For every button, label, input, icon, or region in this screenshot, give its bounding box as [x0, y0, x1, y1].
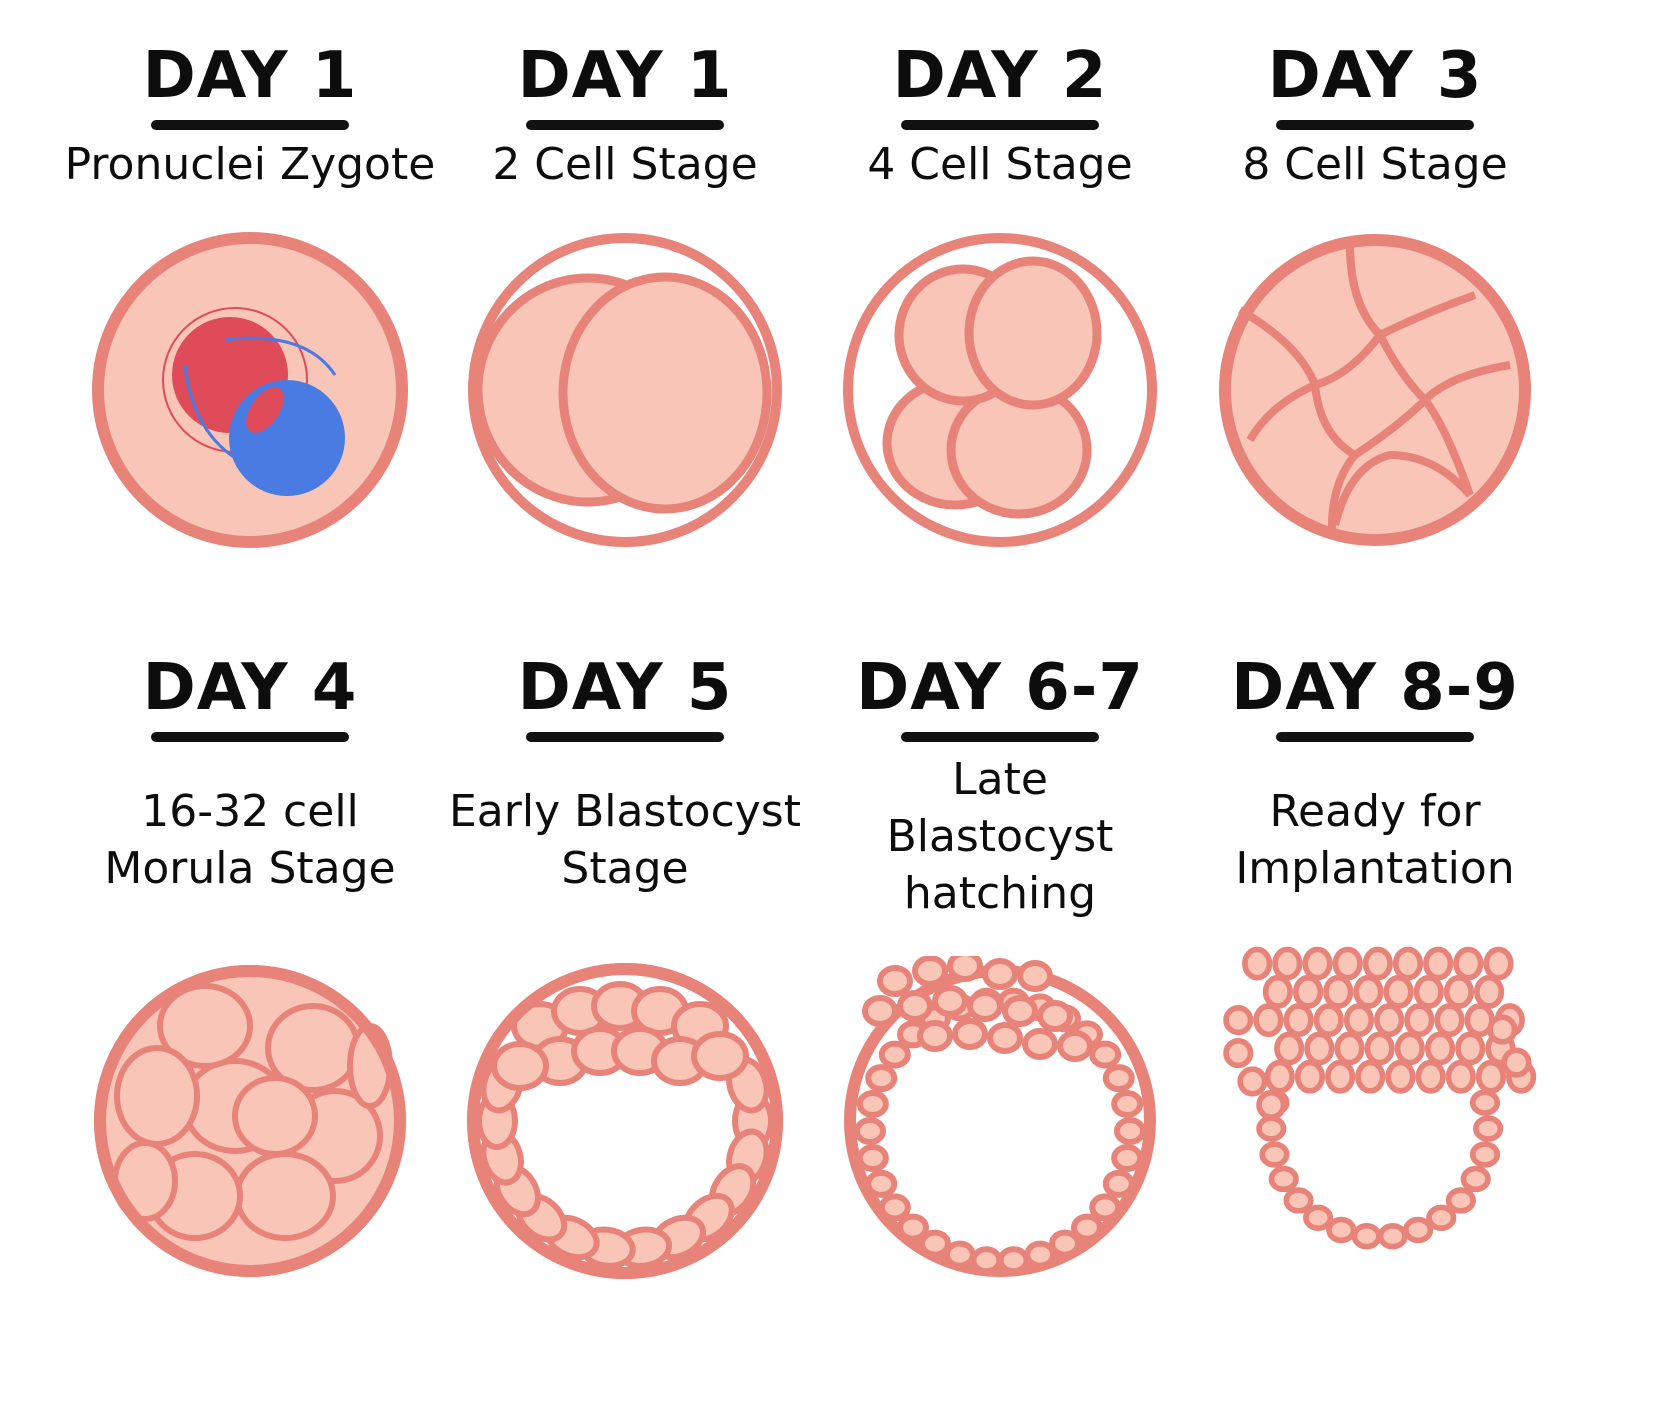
stage-label: Ready for Implantation	[1235, 786, 1515, 894]
stage-label: 8 Cell Stage	[1242, 139, 1508, 190]
stage-day5-early-blastocyst: DAY 5 Early Blastocyst Stage	[435, 650, 815, 1300]
stage-day: DAY 8-9	[1231, 651, 1519, 725]
underline	[901, 732, 1099, 742]
stage-day2-four-cell: DAY 2 4 Cell Stage	[810, 38, 1190, 558]
stage-day: DAY 2	[892, 39, 1108, 113]
stage-label: Early Blastocyst Stage	[449, 786, 801, 894]
eight-cell-icon	[1219, 234, 1531, 546]
stage-day1-two-cell: DAY 1 2 Cell Stage	[435, 38, 815, 558]
implantation-blastocyst-icon	[1223, 946, 1537, 1250]
underline	[526, 120, 724, 130]
stage-day8-9-implantation: DAY 8-9 Ready for Implantation	[1185, 650, 1565, 1300]
stage-day: DAY 1	[517, 39, 733, 113]
hatching-blastocyst-icon	[844, 956, 1156, 1277]
stage-label: 2 Cell Stage	[492, 139, 758, 190]
stage-day: DAY 3	[1267, 39, 1483, 113]
stage-day4-morula: DAY 4 16-32 cell Morula Stage	[60, 650, 440, 1300]
stage-label: 4 Cell Stage	[867, 139, 1133, 190]
zygote-icon	[92, 232, 408, 548]
stage-label: 16-32 cell Morula Stage	[104, 786, 396, 894]
four-cell-icon	[843, 233, 1157, 547]
stage-day1-zygote: DAY 1 Pronuclei Zygote	[60, 38, 440, 558]
underline	[526, 732, 724, 742]
underline	[151, 120, 349, 130]
morula-icon	[94, 965, 406, 1277]
underline	[1276, 732, 1474, 742]
two-cell-icon	[468, 233, 782, 547]
underline	[151, 732, 349, 742]
stage-day6-7-hatching: DAY 6-7 Late Blastocyst hatching	[810, 650, 1190, 1300]
stage-label: Pronuclei Zygote	[64, 139, 436, 190]
underline	[901, 120, 1099, 130]
stage-day: DAY 5	[517, 651, 733, 725]
stage-day: DAY 6-7	[856, 651, 1144, 725]
stage-day: DAY 4	[142, 651, 358, 725]
stage-label: Late Blastocyst hatching	[886, 754, 1114, 919]
underline	[1276, 120, 1474, 130]
stage-day3-eight-cell: DAY 3 8 Cell Stage	[1185, 38, 1565, 558]
stage-day: DAY 1	[142, 39, 358, 113]
early-blastocyst-icon	[467, 963, 783, 1279]
